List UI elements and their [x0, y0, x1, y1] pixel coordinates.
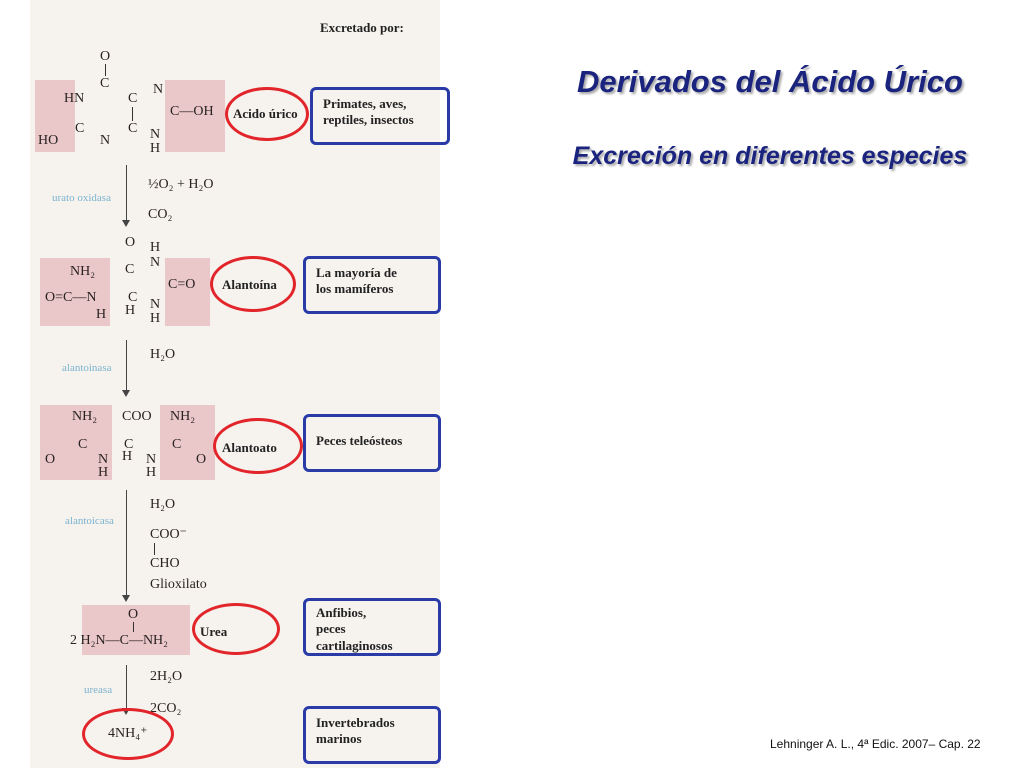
- species-line: Primates, aves,: [323, 96, 407, 111]
- compound-name-uric-acid: Acido úrico: [233, 106, 298, 121]
- species-box-uric-acid: Primates, aves, reptiles, insectos: [310, 87, 450, 145]
- species-box-urea: Anfibios, peces cartilaginosos: [303, 598, 441, 656]
- species-box-allantoin: La mayoría de los mamíferos: [303, 256, 441, 314]
- arrow-head-icon: [122, 595, 130, 602]
- reaction-arrow: [126, 165, 127, 220]
- species-box-ammonium: Invertebrados marinos: [303, 706, 441, 764]
- reactant-label: H₂O: [150, 347, 176, 362]
- species-line: marinos: [316, 731, 362, 747]
- product-label: Glioxilato: [150, 577, 207, 592]
- enzyme-label: alantoicasa: [65, 515, 114, 527]
- compound-name-allantoate: Alantoato: [222, 440, 277, 455]
- reactant-label: 2H₂O: [150, 669, 183, 684]
- highlight-allantoin-right: [165, 258, 210, 326]
- product-label: CO₂: [148, 207, 173, 222]
- urea-coefficient: 2: [70, 633, 77, 648]
- enzyme-label: alantoinasa: [62, 362, 112, 374]
- enzyme-label: urato oxidasa: [52, 192, 111, 204]
- highlight-allantoin-left: [40, 258, 110, 326]
- species-line: reptiles, insectos: [323, 112, 414, 128]
- compound-ellipse-ammonium: [82, 708, 174, 760]
- compound-ellipse-uric-acid: [225, 87, 309, 141]
- highlight-uric-right: [165, 80, 225, 152]
- reactant-label: H₂O: [150, 497, 176, 512]
- arrow-head-icon: [122, 390, 130, 397]
- enzyme-label: ureasa: [84, 684, 113, 696]
- highlight-urea: [82, 605, 190, 655]
- species-line: La mayoría de: [316, 265, 397, 280]
- compound-name-allantoin: Alantoína: [222, 277, 277, 292]
- species-line: Anfibios,: [316, 605, 367, 620]
- citation: Lehninger A. L., 4ª Edic. 2007– Cap. 22: [770, 737, 981, 751]
- page-title: Derivados del Ácido Úrico: [577, 64, 963, 99]
- highlight-uric-left: [35, 80, 75, 152]
- species-line: Peces teleósteos: [316, 433, 403, 448]
- highlight-allantoate-right: [160, 405, 215, 480]
- compound-ellipse-allantoate: [213, 418, 303, 474]
- species-line: Invertebrados: [316, 715, 395, 730]
- compound-name-ammonium: 4NH₄⁺: [108, 726, 148, 741]
- excreted-by-header: Excretado por:: [320, 20, 404, 35]
- compound-ellipse-allantoin: [210, 256, 296, 312]
- species-line: cartilaginosos: [316, 637, 393, 653]
- reaction-arrow: [126, 340, 127, 390]
- page-subtitle: Excreción en diferentes especies: [572, 142, 968, 170]
- reactant-label: ½O₂ + H₂O: [148, 177, 214, 192]
- product-label: 2CO₂: [150, 701, 182, 716]
- compound-ellipse-urea: [192, 603, 280, 655]
- species-box-allantoate: Peces teleósteos: [303, 414, 441, 472]
- product-label: CHO: [150, 556, 180, 571]
- highlight-allantoate-left: [40, 405, 112, 480]
- compound-name-urea: Urea: [200, 624, 228, 639]
- reaction-arrow: [126, 665, 127, 710]
- product-label: COO⁻: [150, 527, 187, 542]
- reaction-arrow: [126, 490, 127, 595]
- species-line: peces: [316, 621, 346, 637]
- arrow-head-icon: [122, 220, 130, 227]
- species-line: los mamíferos: [316, 281, 394, 297]
